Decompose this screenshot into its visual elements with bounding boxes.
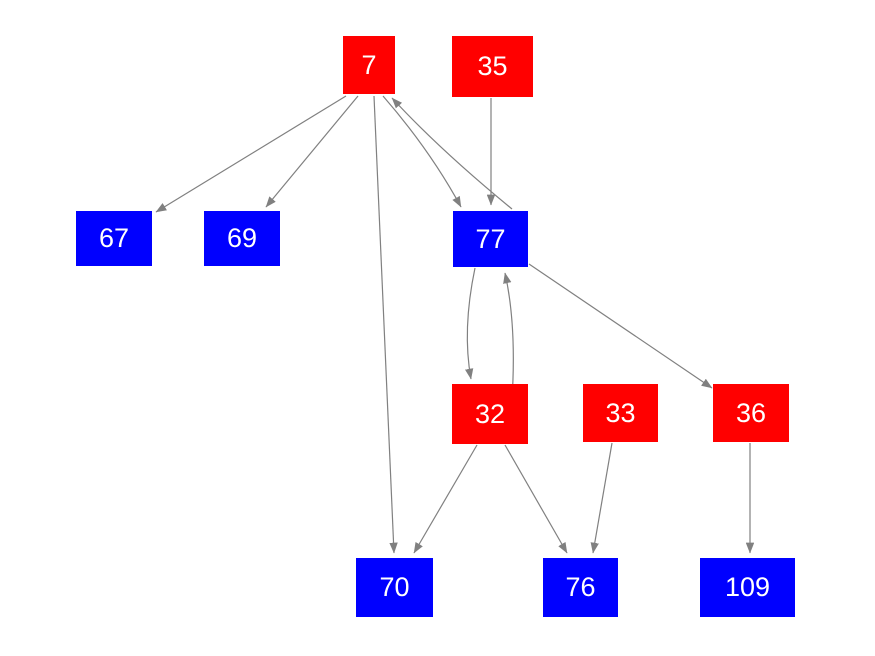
graph-node-32[interactable]: 32 [452,384,528,444]
graph-node-77[interactable]: 77 [453,211,528,267]
graph-node-69[interactable]: 69 [204,211,280,266]
graph-node-36[interactable]: 36 [713,384,789,442]
graph-node-35[interactable]: 35 [452,36,533,97]
graph-node-7[interactable]: 7 [343,36,395,94]
graph-node-33[interactable]: 33 [583,384,658,442]
graph-node-70[interactable]: 70 [356,558,433,617]
graph-node-76[interactable]: 76 [543,558,618,617]
graph-node-67[interactable]: 67 [76,211,152,266]
graph-node-109[interactable]: 109 [700,558,795,617]
